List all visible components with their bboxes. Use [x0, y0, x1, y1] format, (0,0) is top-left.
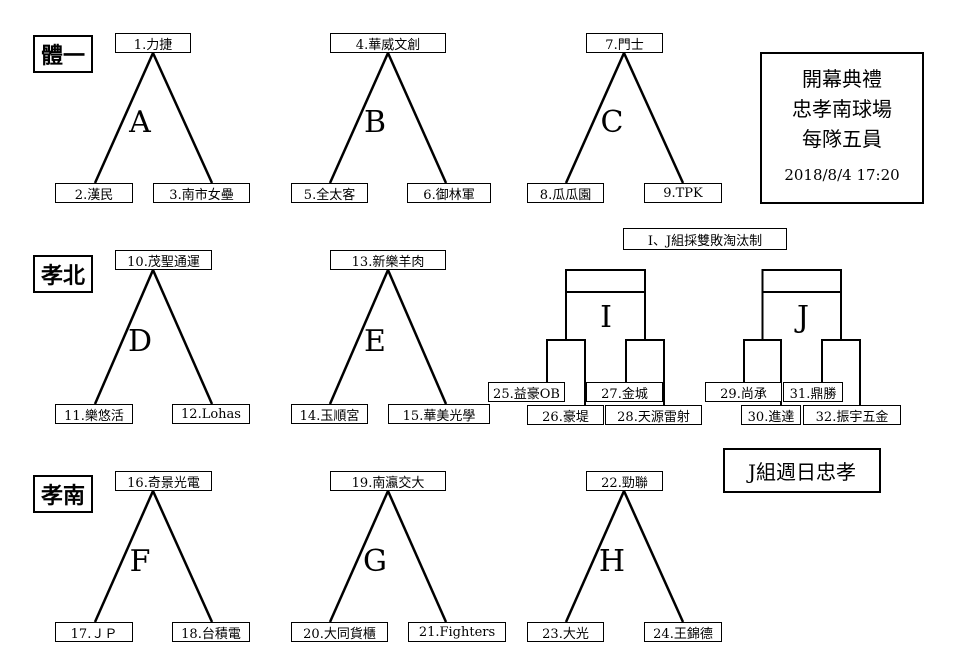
team-5: 5.全太客: [291, 183, 368, 203]
pool-c-right-edge: [622, 52, 685, 184]
bracket-i-top-box: [565, 269, 646, 292]
pool-g-right-edge: [386, 490, 448, 623]
bracket-letter-i: I: [600, 300, 612, 335]
team-20: 20.大同貨櫃: [291, 622, 388, 642]
pool-b-left-edge: [328, 52, 390, 184]
pool-letter-a: A: [129, 105, 151, 140]
pool-letter-f: F: [129, 544, 151, 579]
team-25: 25.益豪OB: [488, 382, 565, 402]
pool-letter-e: E: [364, 324, 386, 359]
team-14: 14.玉順宮: [291, 404, 368, 424]
bracket-letter-j: J: [796, 300, 810, 335]
team-32: 32.振宇五金: [803, 405, 901, 425]
pool-d-right-edge: [151, 269, 214, 405]
team-19: 19.南瀛交大: [330, 471, 446, 491]
team-8: 8.瓜瓜園: [527, 183, 604, 203]
pool-b-right-edge: [386, 52, 448, 184]
pool-d-left-edge: [93, 269, 155, 405]
team-1: 1.力捷: [115, 33, 191, 53]
team-7: 7.門士: [586, 33, 663, 53]
team-22: 22.勁聯: [586, 471, 663, 491]
pool-e-left-edge: [328, 269, 390, 405]
info-line-2: 忠孝南球場: [792, 97, 892, 121]
pool-g-left-edge: [328, 490, 390, 623]
info-line-3: 每隊五員: [802, 127, 882, 151]
team-29: 29.尚承: [705, 382, 782, 402]
team-11: 11.樂悠活: [55, 404, 133, 424]
team-3: 3.南市女壘: [153, 183, 250, 203]
pool-a-right-edge: [151, 52, 214, 184]
team-2: 2.漢民: [55, 183, 133, 203]
pool-a-left-edge: [93, 52, 155, 184]
bracket-j-semi: [761, 291, 842, 340]
pool-f-left-edge: [93, 490, 155, 623]
team-24: 24.王錦德: [644, 622, 722, 642]
bracket-i-semi: [565, 291, 646, 340]
team-23: 23.大光: [527, 622, 604, 642]
pool-letter-c: C: [600, 105, 624, 140]
team-27: 27.金城: [586, 382, 663, 402]
team-12: 12.Lohas: [172, 404, 250, 424]
pool-h-right-edge: [622, 490, 685, 623]
group-label-xiao-bei: 孝北: [33, 255, 93, 293]
pool-c-left-edge: [564, 52, 626, 184]
team-6: 6.御林軍: [407, 183, 491, 203]
opening-ceremony-info: 開幕典禮 忠孝南球場 每隊五員 2018/8/4 17:20: [760, 52, 924, 204]
team-13: 13.新樂羊肉: [330, 250, 446, 270]
team-4: 4.華威文創: [330, 33, 446, 53]
team-17: 17.ＪＰ: [55, 622, 133, 642]
team-9: 9.TPK: [644, 183, 722, 203]
team-15: 15.華美光學: [388, 404, 490, 424]
bracket-j-top-box: [761, 269, 842, 292]
pool-h-left-edge: [564, 490, 626, 623]
team-16: 16.奇景光電: [115, 471, 212, 491]
pool-f-right-edge: [151, 490, 214, 623]
pool-letter-h: H: [598, 544, 626, 579]
pool-letter-g: G: [363, 544, 387, 579]
team-26: 26.豪堤: [527, 405, 604, 425]
team-10: 10.茂聖通運: [115, 250, 212, 270]
team-18: 18.台積電: [172, 622, 250, 642]
pool-letter-d: D: [127, 324, 153, 359]
info-datetime: 2018/8/4 17:20: [784, 166, 900, 184]
team-21: 21.Fighters: [408, 622, 506, 642]
j-group-sunday-note: J組週日忠孝: [723, 448, 881, 493]
group-label-xiao-nan: 孝南: [33, 475, 93, 513]
pool-e-right-edge: [386, 269, 448, 405]
info-line-1: 開幕典禮: [802, 67, 882, 91]
team-30: 30.進達: [741, 405, 801, 425]
team-31: 31.鼎勝: [783, 382, 843, 402]
pool-letter-b: B: [363, 105, 387, 140]
group-label-ti-yi: 體一: [33, 35, 93, 73]
team-28: 28.天源雷射: [605, 405, 702, 425]
double-elimination-note: I、J組採雙敗淘汰制: [623, 228, 787, 250]
